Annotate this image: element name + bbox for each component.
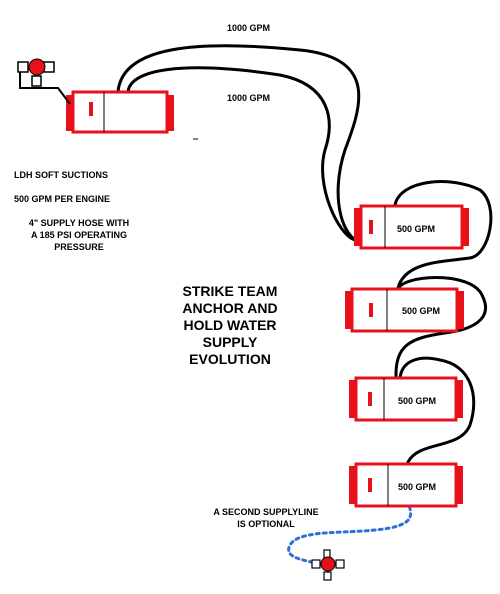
note-suction: LDH SOFT SUCTIONS — [14, 170, 108, 180]
engine-3 — [345, 287, 464, 333]
hydrant-bottom-icon — [311, 549, 345, 581]
title-line1: STRIKE TEAM — [182, 283, 278, 299]
note-per-engine: 500 GPM PER ENGINE — [14, 194, 111, 204]
engine-2-gpm-label: 500 GPM — [397, 224, 435, 234]
flow-label-top: 1000 GPM — [227, 23, 271, 33]
engine-2 — [354, 204, 469, 250]
note-hose-spec: 4" SUPPLY HOSE WITH A 185 PSI OPERATING … — [14, 217, 144, 253]
diagram-title: STRIKE TEAM ANCHOR AND HOLD WATER SUPPLY… — [165, 283, 295, 368]
flow-label-second: 1000 GPM — [227, 93, 271, 103]
hydrant-top-icon — [17, 58, 71, 105]
engine-4-gpm-label: 500 GPM — [398, 396, 436, 406]
second-supply-line1: A SECOND SUPPLYLINE — [213, 507, 319, 517]
engine-5 — [349, 462, 463, 508]
hose-line-1000-top — [116, 44, 383, 247]
optional-supply-hose — [287, 498, 413, 565]
hose-engine4-to-5 — [398, 356, 476, 464]
title-line2: ANCHOR AND — [182, 300, 278, 316]
engine-4 — [349, 376, 463, 422]
note-hose-line3: PRESSURE — [54, 242, 104, 252]
note-hose-line1: 4" SUPPLY HOSE WITH — [28, 218, 130, 228]
engine-1 — [66, 90, 174, 134]
second-supply-note: A SECOND SUPPLYLINE IS OPTIONAL — [196, 506, 336, 530]
second-supply-line2: IS OPTIONAL — [237, 519, 295, 529]
title-line5: EVOLUTION — [189, 351, 271, 367]
note-hose-line2: A 185 PSI OPERATING — [30, 230, 128, 240]
hose-line-1000-bottom — [126, 66, 357, 242]
hose-engine2-to-3 — [393, 180, 493, 290]
engine-3-gpm-label: 500 GPM — [402, 306, 440, 316]
hose-engine3-to-4 — [394, 276, 487, 380]
engine-5-gpm-label: 500 GPM — [398, 482, 436, 492]
title-line4: SUPPLY — [202, 334, 258, 350]
title-line3: HOLD WATER — [183, 317, 277, 333]
